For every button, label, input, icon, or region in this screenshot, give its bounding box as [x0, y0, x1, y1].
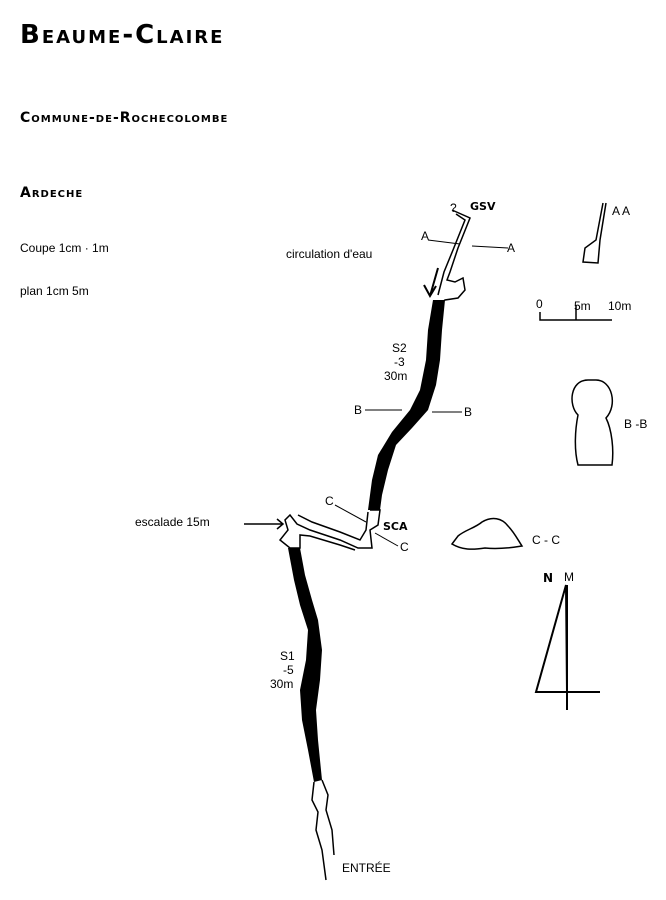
- entrance-passage: [311, 779, 335, 881]
- s2-length: 30m: [384, 369, 407, 383]
- section-line-a-right: [471, 245, 509, 249]
- water-flow-arrow-icon: [423, 267, 439, 299]
- section-cc-label: C - C: [532, 533, 560, 547]
- scale-bar: [539, 305, 612, 321]
- sump-s2: [368, 300, 445, 510]
- middle-passage: [278, 509, 381, 551]
- plan-scale: plan 1cm 5m: [20, 284, 89, 298]
- section-cc-shape: [450, 517, 524, 550]
- c-bottom-label: C: [400, 540, 409, 554]
- section-line-a: [427, 239, 461, 245]
- scale-zero: 0: [536, 297, 543, 311]
- s1-name: S1: [280, 649, 295, 663]
- section-scale: Coupe 1cm · 1m: [20, 241, 109, 255]
- s1-length: 30m: [270, 677, 293, 691]
- a-right-label: A: [507, 241, 515, 255]
- entrance-label: ENTRÉE: [342, 860, 391, 875]
- scale-five: 5m: [574, 299, 591, 313]
- section-line-c: [334, 504, 367, 523]
- region-name: Ardeche: [20, 185, 84, 201]
- section-aa-label: A A: [612, 204, 630, 218]
- sump-s1: [288, 548, 322, 782]
- section-line-c-right: [374, 532, 399, 547]
- s1-depth: -5: [283, 663, 294, 677]
- a-left-label: A: [421, 229, 429, 243]
- gsv-label: GSV: [470, 200, 496, 213]
- upper-passage: [437, 209, 471, 306]
- question-mark: ?: [450, 201, 457, 215]
- b-right-label: B: [464, 405, 472, 419]
- commune-name: Commune-de-Rochecolombe: [20, 110, 229, 126]
- magnetic-label: M: [564, 570, 574, 584]
- north-label: N: [543, 571, 553, 585]
- section-bb-label: B -B: [624, 417, 647, 431]
- escalade-arrow-icon: [244, 518, 285, 530]
- b-left-label: B: [354, 403, 362, 417]
- section-bb-shape: [571, 379, 614, 466]
- water-flow-label: circulation d'eau: [286, 247, 372, 261]
- c-top-label: C: [325, 494, 334, 508]
- north-arrow-icon: [534, 584, 600, 710]
- scale-ten: 10m: [608, 299, 631, 313]
- s2-depth: -3: [394, 355, 405, 369]
- section-aa-shape: [582, 202, 607, 264]
- map-title: Beaume-Claire: [20, 20, 225, 50]
- sca-label: SCA: [383, 520, 408, 533]
- s2-name: S2: [392, 341, 407, 355]
- escalade-label: escalade 15m: [135, 515, 210, 529]
